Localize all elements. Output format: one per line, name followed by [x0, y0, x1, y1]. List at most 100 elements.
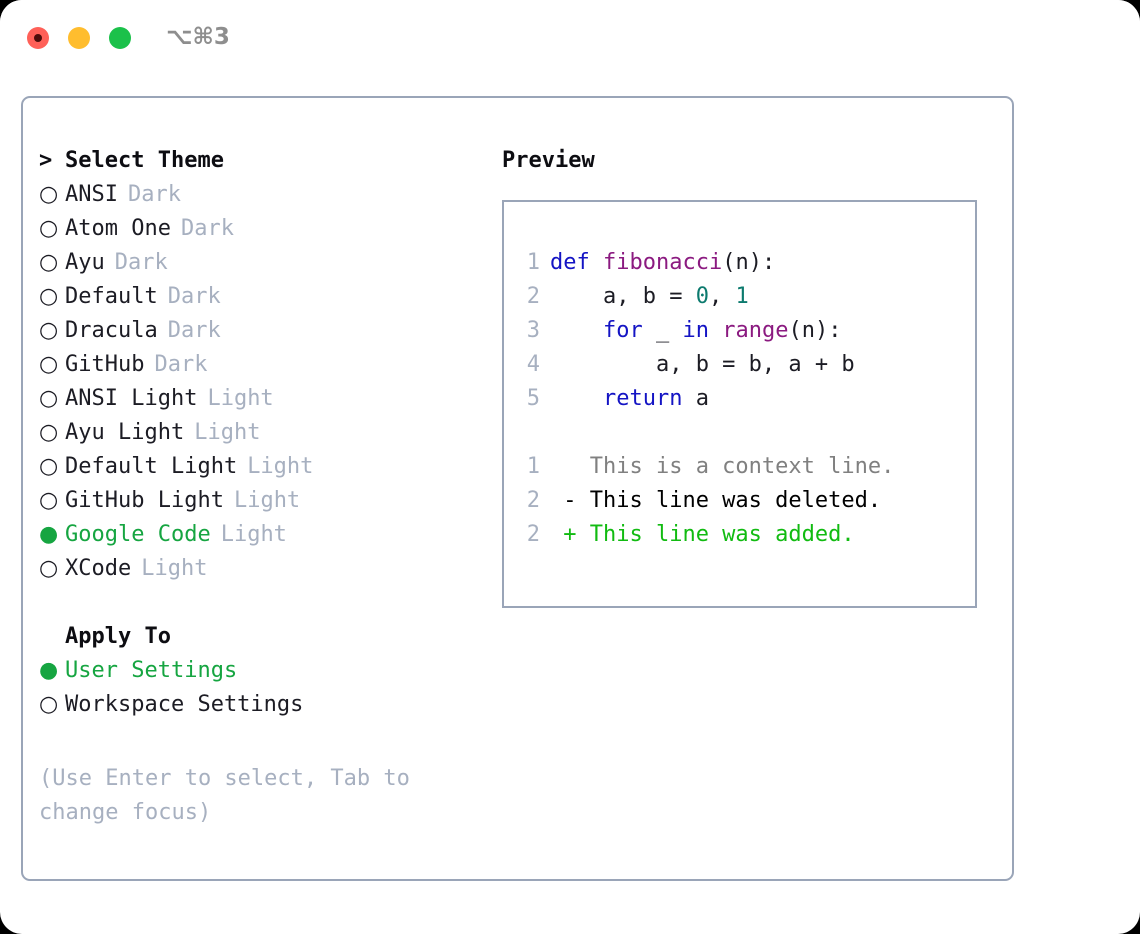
- theme-item-name: GitHub Light: [65, 488, 224, 513]
- diff-line: 2 + This line was added.: [504, 518, 975, 552]
- code-line-number: 5: [526, 386, 540, 411]
- theme-item-variant-tag: Dark: [180, 216, 234, 241]
- diff-line-number: 1: [526, 454, 540, 479]
- radio-unselected-icon: ○: [39, 488, 59, 513]
- radio-unselected-icon: ○: [39, 318, 59, 343]
- apply-to-item-label: User Settings: [65, 658, 238, 683]
- code-token-num: 0: [695, 284, 709, 309]
- theme-item-name: Ayu: [65, 250, 105, 275]
- code-token-plain: [709, 318, 722, 343]
- theme-item-name: Atom One: [65, 216, 171, 241]
- code-line-content: a, b = b, a + b: [550, 348, 855, 382]
- radio-unselected-icon: ○: [39, 556, 59, 581]
- code-token-kw: in: [682, 318, 709, 343]
- diff-sample: 1 This is a context line. 2 - This line w…: [504, 450, 975, 552]
- radio-unselected-icon: ○: [39, 250, 59, 275]
- code-line: 4 a, b = b, a + b: [504, 348, 975, 382]
- code-token-plain: (n):: [722, 250, 776, 275]
- theme-item-variant-tag: Dark: [154, 352, 208, 377]
- radio-unselected-icon: ○: [39, 420, 59, 445]
- code-token-plain: a, b =: [550, 284, 696, 309]
- theme-item-variant-tag: Light: [220, 522, 287, 547]
- apply-to-list: ●User Settings○Workspace Settings: [39, 654, 489, 722]
- keyboard-hint-text: (Use Enter to select, Tab to change focu…: [39, 766, 410, 825]
- radio-unselected-icon: ○: [39, 352, 59, 377]
- code-line-content: for _ in range(n):: [550, 314, 841, 348]
- theme-item-variant-tag: Light: [247, 454, 314, 479]
- diff-line-number: 2: [526, 488, 540, 513]
- theme-item-name: Google Code: [65, 522, 211, 547]
- code-token-plain: (n):: [788, 318, 842, 343]
- code-token-plain: ,: [708, 284, 736, 309]
- code-line: 3 for _ in range(n):: [504, 314, 975, 348]
- code-line-number: 2: [526, 284, 540, 309]
- traffic-light-group: [27, 27, 131, 49]
- theme-item-name: Default: [65, 284, 158, 309]
- theme-list-item[interactable]: ○Default Dark: [39, 280, 489, 314]
- code-token-fn: fibonacci: [603, 250, 723, 275]
- theme-item-variant-tag: Dark: [114, 250, 168, 275]
- radio-unselected-icon: ○: [39, 692, 59, 717]
- apply-to-spacer: ○: [39, 620, 65, 654]
- code-token-plain: [550, 318, 603, 343]
- diff-line-content-context: This is a context line.: [550, 454, 895, 479]
- window-shortcut-label: ⌥⌘3: [166, 24, 230, 50]
- code-token-plain: [550, 386, 603, 411]
- theme-item-name: XCode: [65, 556, 132, 581]
- code-token-kw: return: [602, 386, 683, 411]
- code-line-content: def fibonacci(n):: [550, 246, 775, 280]
- code-token-fn: range: [722, 318, 789, 343]
- code-token-kw: def: [550, 250, 590, 275]
- code-token-plain: a, b = b, a + b: [550, 352, 855, 377]
- radio-unselected-icon: ○: [39, 386, 59, 411]
- close-button[interactable]: [27, 27, 49, 49]
- code-line: 2 a, b = 0, 1: [504, 280, 975, 314]
- code-token-kw: for: [602, 318, 643, 343]
- theme-list-item[interactable]: ○GitHub Light Light: [39, 484, 489, 518]
- code-line: 1 def fibonacci(n):: [504, 246, 975, 280]
- apply-to-item-label: Workspace Settings: [65, 692, 304, 717]
- code-line-content: a, b = 0, 1: [550, 280, 749, 314]
- theme-list-item[interactable]: ○Ayu Light Light: [39, 416, 489, 450]
- diff-line: 2 - This line was deleted.: [504, 484, 975, 518]
- apply-to-item[interactable]: ●User Settings: [39, 654, 489, 688]
- apply-to-header: ○ Apply To: [39, 620, 489, 654]
- radio-unselected-icon: ○: [39, 454, 59, 479]
- prompt-caret-icon: >: [39, 148, 53, 173]
- radio-unselected-icon: ○: [39, 284, 59, 309]
- apply-to-item[interactable]: ○Workspace Settings: [39, 688, 489, 722]
- radio-selected-icon: ●: [39, 658, 59, 683]
- radio-unselected-icon: ○: [39, 182, 59, 207]
- code-line-content: return a: [550, 382, 709, 416]
- theme-item-variant-tag: Dark: [127, 182, 181, 207]
- title-bar: ⌥⌘3: [0, 0, 1140, 78]
- preview-title: Preview: [502, 148, 595, 173]
- code-line-number: 1: [526, 250, 540, 275]
- select-theme-header-label: Select Theme: [65, 148, 224, 173]
- maximize-button[interactable]: [109, 27, 131, 49]
- theme-item-variant-tag: Dark: [167, 318, 221, 343]
- minimize-button[interactable]: [68, 27, 90, 49]
- theme-list-item[interactable]: ●Google Code Light: [39, 518, 489, 552]
- theme-item-name: Ayu Light: [65, 420, 185, 445]
- theme-item-name: ANSI Light: [65, 386, 198, 411]
- theme-item-variant-tag: Light: [194, 420, 261, 445]
- theme-list-item[interactable]: ○Ayu Dark: [39, 246, 489, 280]
- code-token-plain: [590, 250, 603, 275]
- theme-item-variant-tag: Light: [233, 488, 301, 513]
- code-token-plain: a: [682, 386, 709, 411]
- theme-item-variant-tag: Dark: [167, 284, 221, 309]
- radio-selected-icon: ●: [39, 522, 59, 547]
